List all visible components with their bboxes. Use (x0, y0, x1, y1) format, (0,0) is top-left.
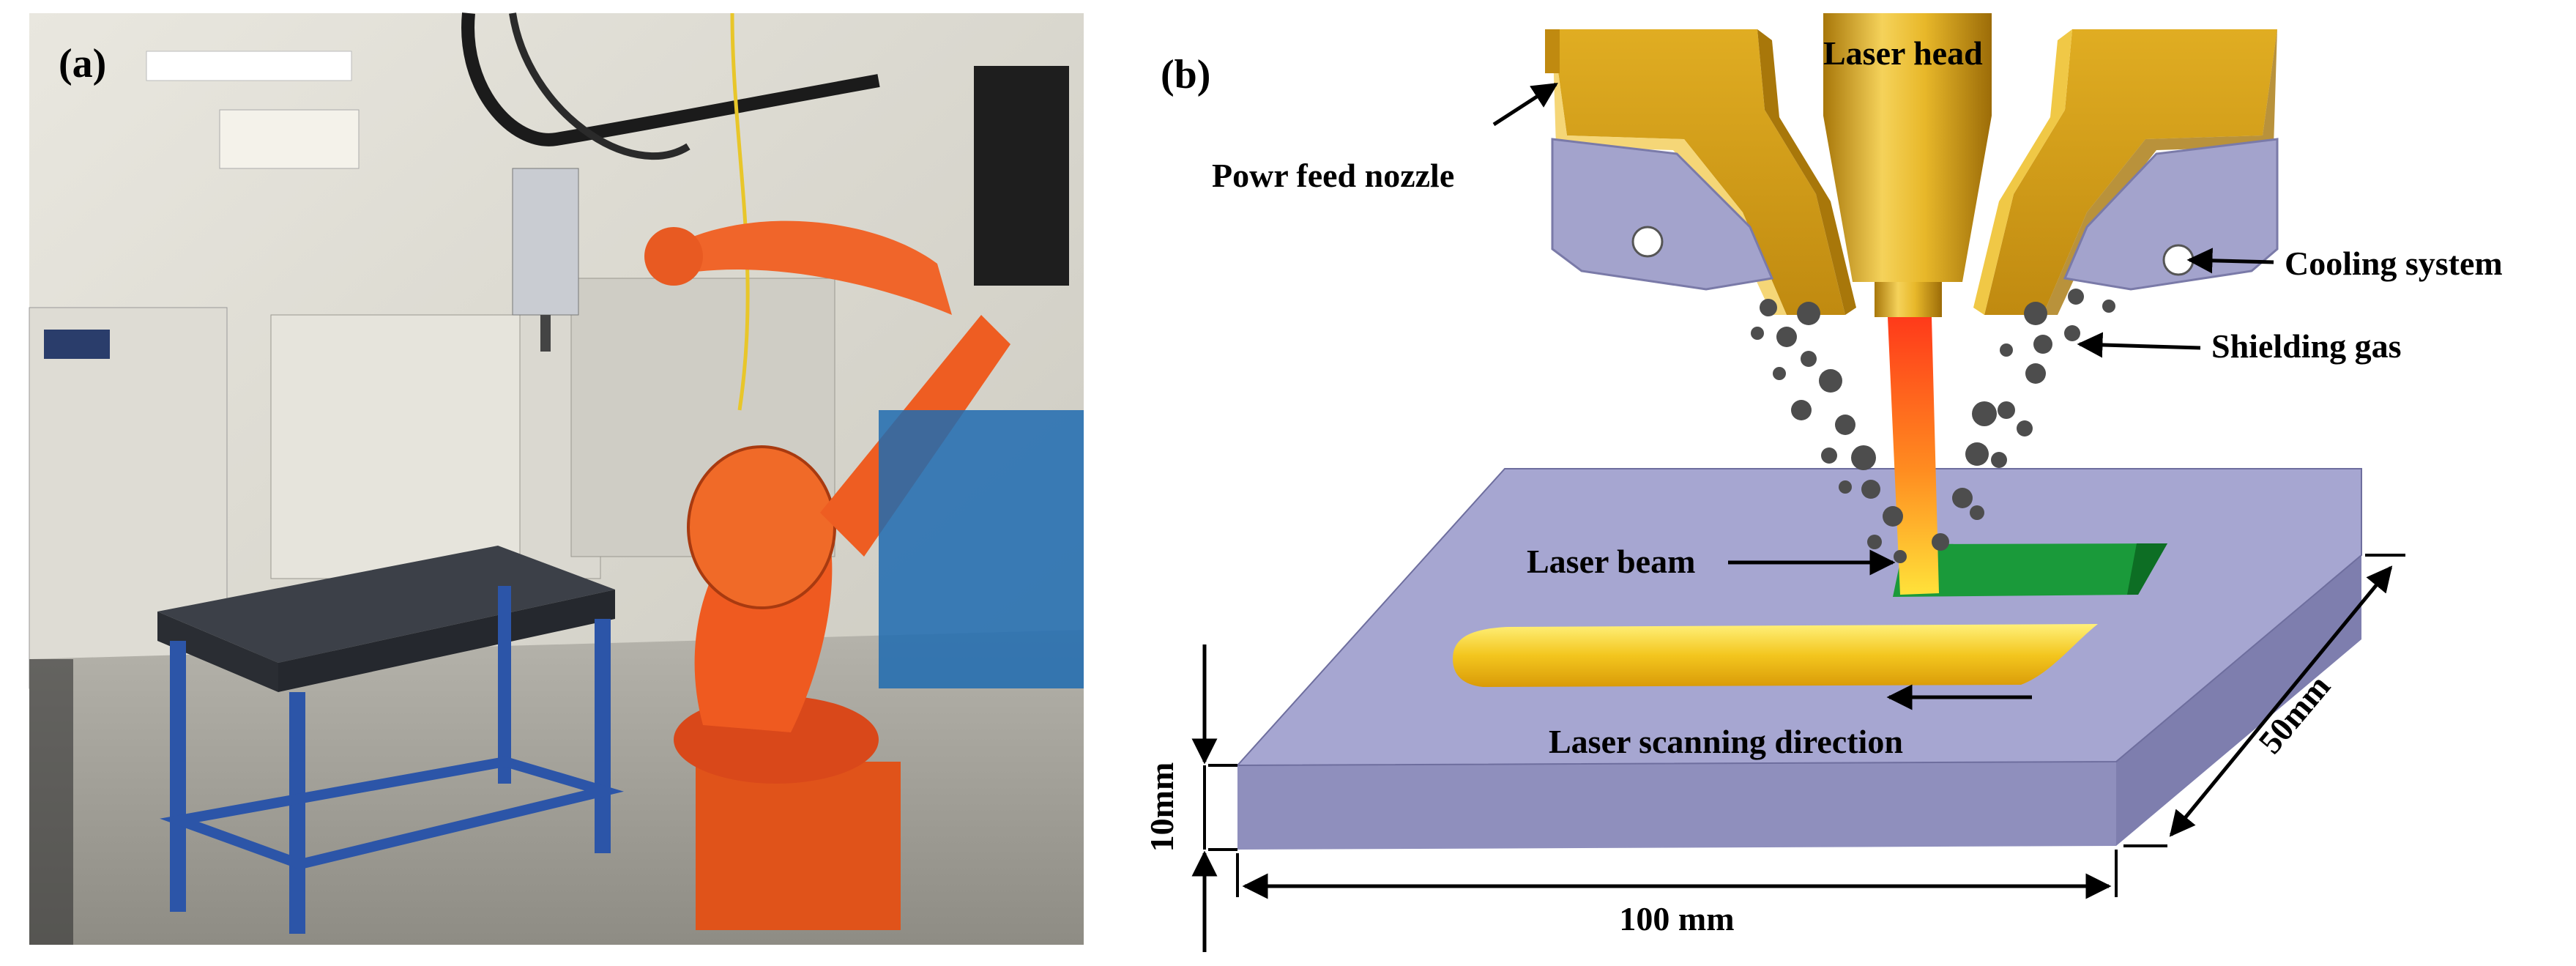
laser-head-body (1823, 13, 1992, 116)
clad-track (1453, 624, 2098, 687)
robot-shoulder (687, 445, 836, 609)
dimension-thickness: 10mm (1143, 644, 1237, 952)
nozzle-right-edge (1973, 29, 2072, 315)
arrow-powder-nozzle (1492, 82, 1558, 127)
laser-head-cone (1823, 116, 1992, 282)
robot-pedestal (696, 762, 901, 930)
robot-wrist (644, 227, 703, 286)
powder-particles (1751, 289, 2115, 563)
cooling-hole-left (1631, 226, 1664, 258)
arrow-cooling-system (2186, 248, 2274, 274)
melt-pool (1893, 543, 2167, 597)
plate-top-face (1237, 469, 2361, 765)
panel-b-schematic: (b) (1143, 13, 2503, 952)
label-powder-feed-nozzle: Powr feed nozzle (1212, 157, 1454, 194)
robot-top-unit (974, 66, 1069, 286)
table-leg (170, 641, 186, 912)
cable-yellow (730, 12, 750, 411)
dimension-length-label: 100 mm (1619, 900, 1734, 937)
nozzle-left-channel (1552, 29, 1787, 315)
table-leg (498, 586, 511, 784)
ceiling-light (146, 51, 352, 81)
label-laser-head: Laser head (1823, 34, 1983, 72)
dimension-length: 100 mm (1236, 850, 2118, 937)
photo-edge-shadow (29, 659, 73, 945)
label-cooling-system: Cooling system (2285, 245, 2503, 282)
work-table (157, 546, 624, 934)
nozzle-left-body (1552, 29, 1845, 315)
table-front (278, 590, 615, 692)
laser-source-cabinet (270, 314, 521, 579)
panel-a-label: (a) (59, 41, 106, 86)
plate-front-face (1237, 762, 2116, 850)
table-leg (289, 692, 305, 934)
powder-nozzle-right (1973, 29, 2277, 315)
label-shielding-gas: Shielding gas (2211, 327, 2402, 365)
panel-b-label: (b) (1161, 52, 1210, 97)
robot-forearm (659, 220, 952, 315)
powder-nozzle-left (1545, 29, 1856, 315)
cooling-hole-right (2162, 244, 2195, 276)
panel-a-photo: (a) (29, 12, 1084, 945)
nozzle-right-body (1984, 29, 2277, 315)
table-leg (595, 619, 611, 853)
cooling-block-right-body (2063, 138, 2279, 291)
cabinet-panel (44, 330, 110, 359)
laser-beam (1888, 317, 1939, 595)
table-top (157, 546, 615, 663)
label-laser-beam: Laser beam (1527, 543, 1695, 580)
nozzle-right-channel (2043, 29, 2277, 315)
arrow-shielding-gas (2077, 332, 2201, 358)
air-conditioner (219, 109, 360, 169)
table-brace (160, 756, 624, 870)
nozzle-left-edge (1757, 29, 1856, 315)
cooling-block-left-body (1551, 138, 1774, 291)
cooling-block-right (2063, 138, 2279, 291)
cable-bundle (461, 12, 880, 146)
label-scanning-direction: Laser scanning direction (1549, 723, 1903, 760)
cladding-head (512, 168, 579, 316)
laser-head (1823, 13, 1992, 317)
table-side (157, 612, 278, 692)
nozzle-left-cap (1545, 29, 1560, 73)
cable (509, 12, 690, 160)
cooling-block-left (1551, 138, 1774, 291)
control-box (879, 410, 1084, 688)
dimension-thickness-label: 10mm (1143, 762, 1180, 852)
laser-head-tip (1875, 282, 1942, 317)
melt-pool-edge (2127, 543, 2167, 595)
